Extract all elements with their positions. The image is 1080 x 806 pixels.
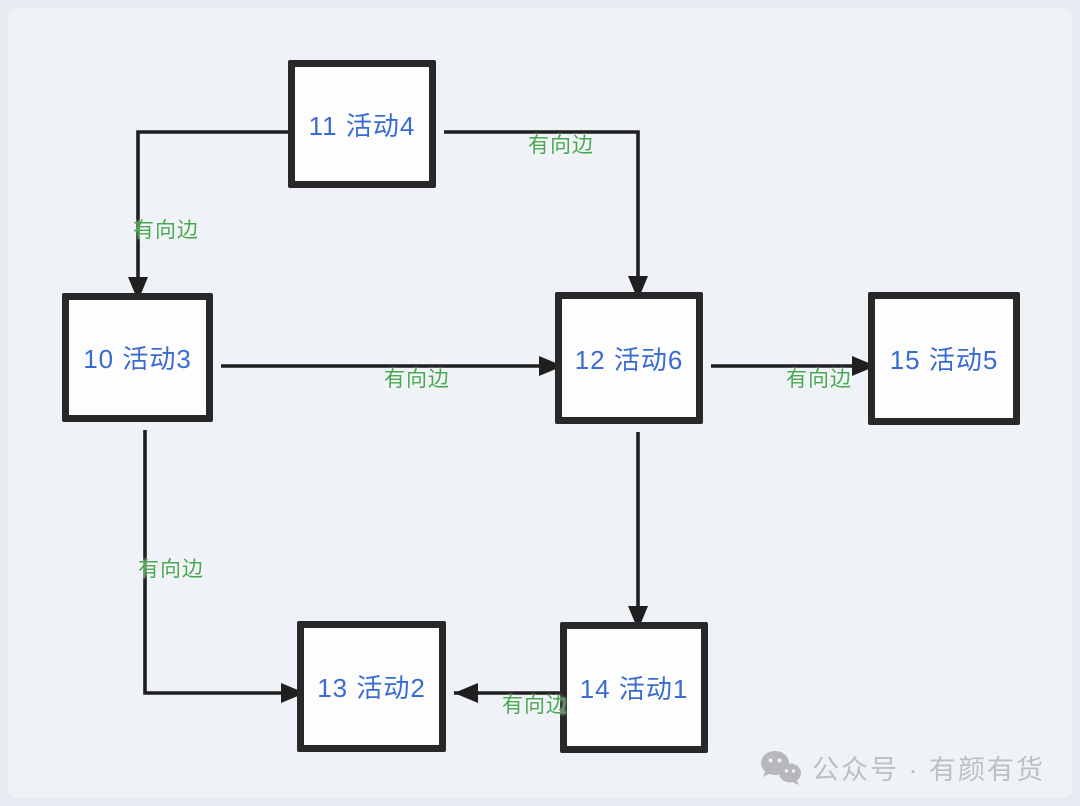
edge-label-n11-n10: 有向边 — [133, 219, 199, 242]
node-n15: 15 活动5 — [868, 292, 1020, 425]
arrowhead-n14-n13 — [454, 683, 478, 703]
watermark: 公众号 · 有颜有货 — [760, 748, 1045, 787]
node-label-n10: 10 活动3 — [83, 344, 192, 374]
node-label-n15: 15 活动5 — [889, 345, 999, 375]
node-label-n11: 11 活动4 — [308, 110, 416, 141]
edge-label-n11-n12: 有向边 — [528, 134, 594, 157]
watermark-text: 公众号 · 有颜有货 — [812, 755, 1045, 785]
wechat-icon — [761, 750, 801, 785]
node-label-n12: 12 活动6 — [574, 344, 684, 375]
node-label-n13: 13 活动2 — [317, 673, 426, 703]
edge-label-n10-n13: 有向边 — [138, 558, 204, 581]
node-n10: 10 活动3 — [62, 293, 213, 422]
diagram-canvas: 11 活动4 10 活动3 12 活动6 15 活动5 13 活动2 14 活动1 有向边… — [8, 8, 1072, 798]
node-label-n14: 14 活动1 — [579, 674, 689, 704]
node-n12: 12 活动6 — [555, 292, 703, 424]
node-n13: 13 活动2 — [297, 621, 446, 752]
edge-label-n14-n13: 有向边 — [502, 694, 568, 717]
edge-label-n10-n12: 有向边 — [384, 368, 450, 391]
edge-label-n12-n15: 有向边 — [786, 368, 852, 391]
node-n14: 14 活动1 — [560, 622, 708, 753]
node-n11: 11 活动4 — [288, 60, 436, 188]
